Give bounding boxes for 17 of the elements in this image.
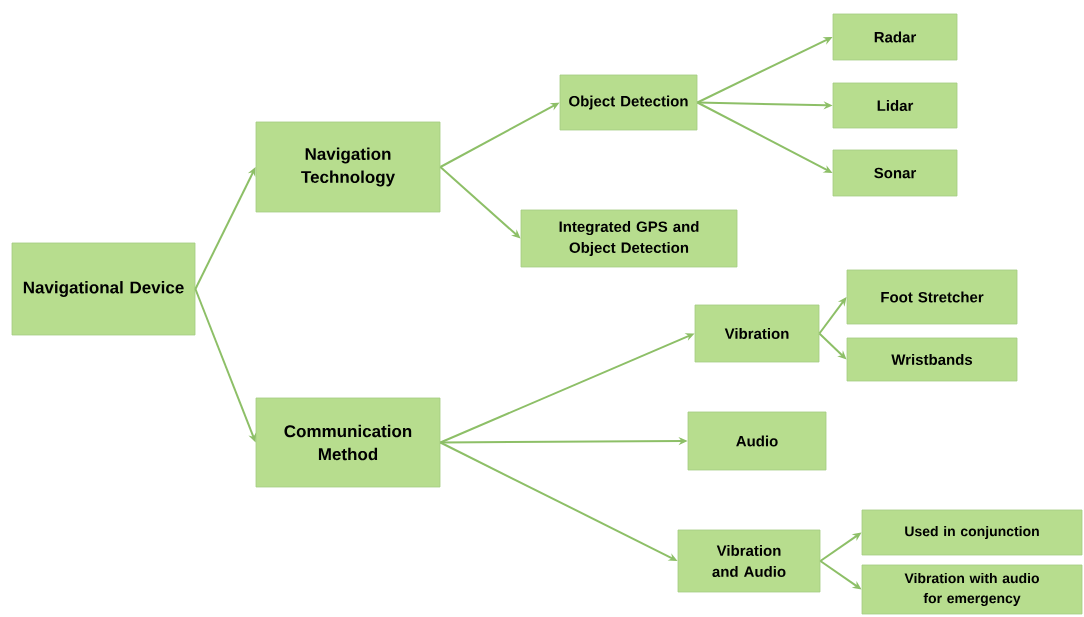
process-box: Radar xyxy=(832,13,958,61)
process-box: Navigational Device xyxy=(11,242,196,336)
process-box: Sonar xyxy=(832,149,958,197)
process-box: Vibration and Audio xyxy=(677,529,821,593)
process-box: Lidar xyxy=(832,82,958,129)
arrow xyxy=(818,297,847,335)
process-box: Communication Method xyxy=(255,397,441,488)
process-box: Vibration xyxy=(694,304,820,363)
process-box: Object Detection xyxy=(559,74,698,131)
process-box: Foot Stretcher xyxy=(846,269,1018,325)
arrow xyxy=(194,167,256,290)
process-box: Used in conjunction xyxy=(861,509,1083,556)
process-box: Audio xyxy=(687,411,827,471)
process-box: Integrated GPS and Object Detection xyxy=(520,209,738,268)
process-box: Wristbands xyxy=(846,337,1018,382)
process-box: Vibration with audio for emergency xyxy=(861,564,1083,615)
process-box: Navigation Technology xyxy=(255,121,441,213)
